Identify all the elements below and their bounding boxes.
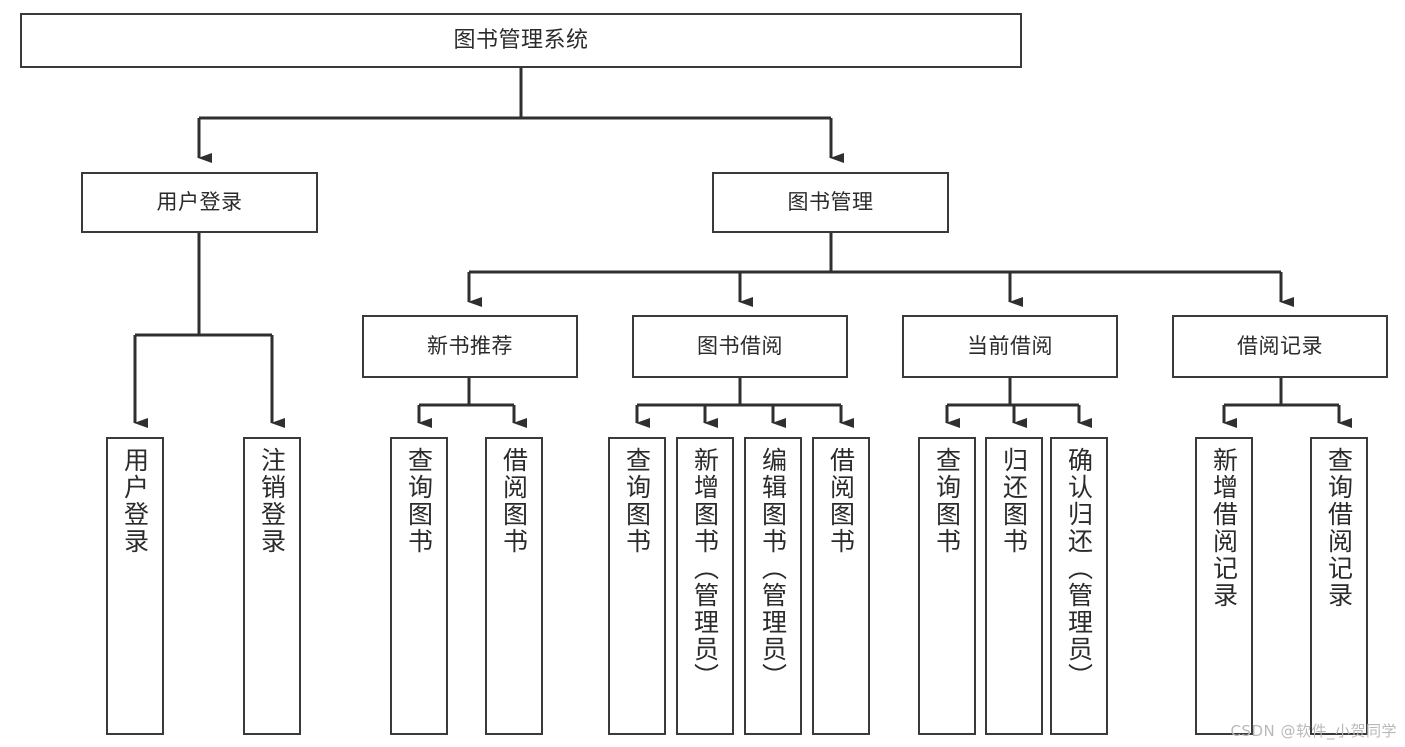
leaf-borrow-book[interactable]: 借阅图书 — [812, 437, 870, 735]
node-root-book-management-system[interactable]: 图书管理系统 — [20, 13, 1022, 68]
node-book-management[interactable]: 图书管理 — [712, 172, 949, 233]
node-label: 借阅记录 — [1237, 334, 1323, 359]
leaf-query-book-new-rec[interactable]: 查询图书 — [390, 437, 448, 735]
leaf-logout[interactable]: 注销登录 — [243, 437, 301, 735]
node-label: 图书借阅 — [697, 334, 783, 359]
leaf-query-borrow-record[interactable]: 查询借阅记录 — [1310, 437, 1368, 735]
node-label: 归还图书 — [999, 447, 1029, 555]
node-label: 新增图书（管理员） — [690, 447, 720, 690]
node-current-borrowing[interactable]: 当前借阅 — [902, 315, 1118, 378]
node-label: 查询借阅记录 — [1324, 447, 1354, 609]
node-label: 当前借阅 — [967, 334, 1053, 359]
leaf-user-login[interactable]: 用户登录 — [106, 437, 164, 735]
node-label: 确认归还（管理员） — [1064, 447, 1094, 690]
node-label: 借阅图书 — [499, 447, 529, 555]
node-label: 注销登录 — [257, 447, 287, 555]
node-label: 借阅图书 — [826, 447, 856, 555]
node-new-book-recommendation[interactable]: 新书推荐 — [362, 315, 578, 378]
leaf-add-borrow-record[interactable]: 新增借阅记录 — [1195, 437, 1253, 735]
csdn-watermark: CSDN @软件_小贺同学 — [1230, 722, 1397, 740]
node-book-borrowing[interactable]: 图书借阅 — [632, 315, 848, 378]
node-label: 查询图书 — [404, 447, 434, 555]
leaf-query-book-borrow[interactable]: 查询图书 — [608, 437, 666, 735]
node-label: 查询图书 — [622, 447, 652, 555]
node-borrowing-record[interactable]: 借阅记录 — [1172, 315, 1388, 378]
node-label: 新增借阅记录 — [1209, 447, 1239, 609]
node-label: 用户登录 — [156, 190, 243, 215]
node-label: 编辑图书（管理员） — [758, 447, 788, 690]
leaf-edit-book-admin[interactable]: 编辑图书（管理员） — [744, 437, 802, 735]
leaf-return-book[interactable]: 归还图书 — [985, 437, 1043, 735]
node-user-login[interactable]: 用户登录 — [81, 172, 318, 233]
node-label: 图书管理 — [787, 190, 874, 215]
node-label: 用户登录 — [120, 447, 150, 555]
leaf-add-book-admin[interactable]: 新增图书（管理员） — [676, 437, 734, 735]
leaf-query-book-current[interactable]: 查询图书 — [918, 437, 976, 735]
leaf-confirm-return-admin[interactable]: 确认归还（管理员） — [1050, 437, 1108, 735]
node-label: 新书推荐 — [427, 334, 513, 359]
node-label: 图书管理系统 — [453, 27, 589, 53]
node-label: 查询图书 — [932, 447, 962, 555]
leaf-borrow-book-new-rec[interactable]: 借阅图书 — [485, 437, 543, 735]
